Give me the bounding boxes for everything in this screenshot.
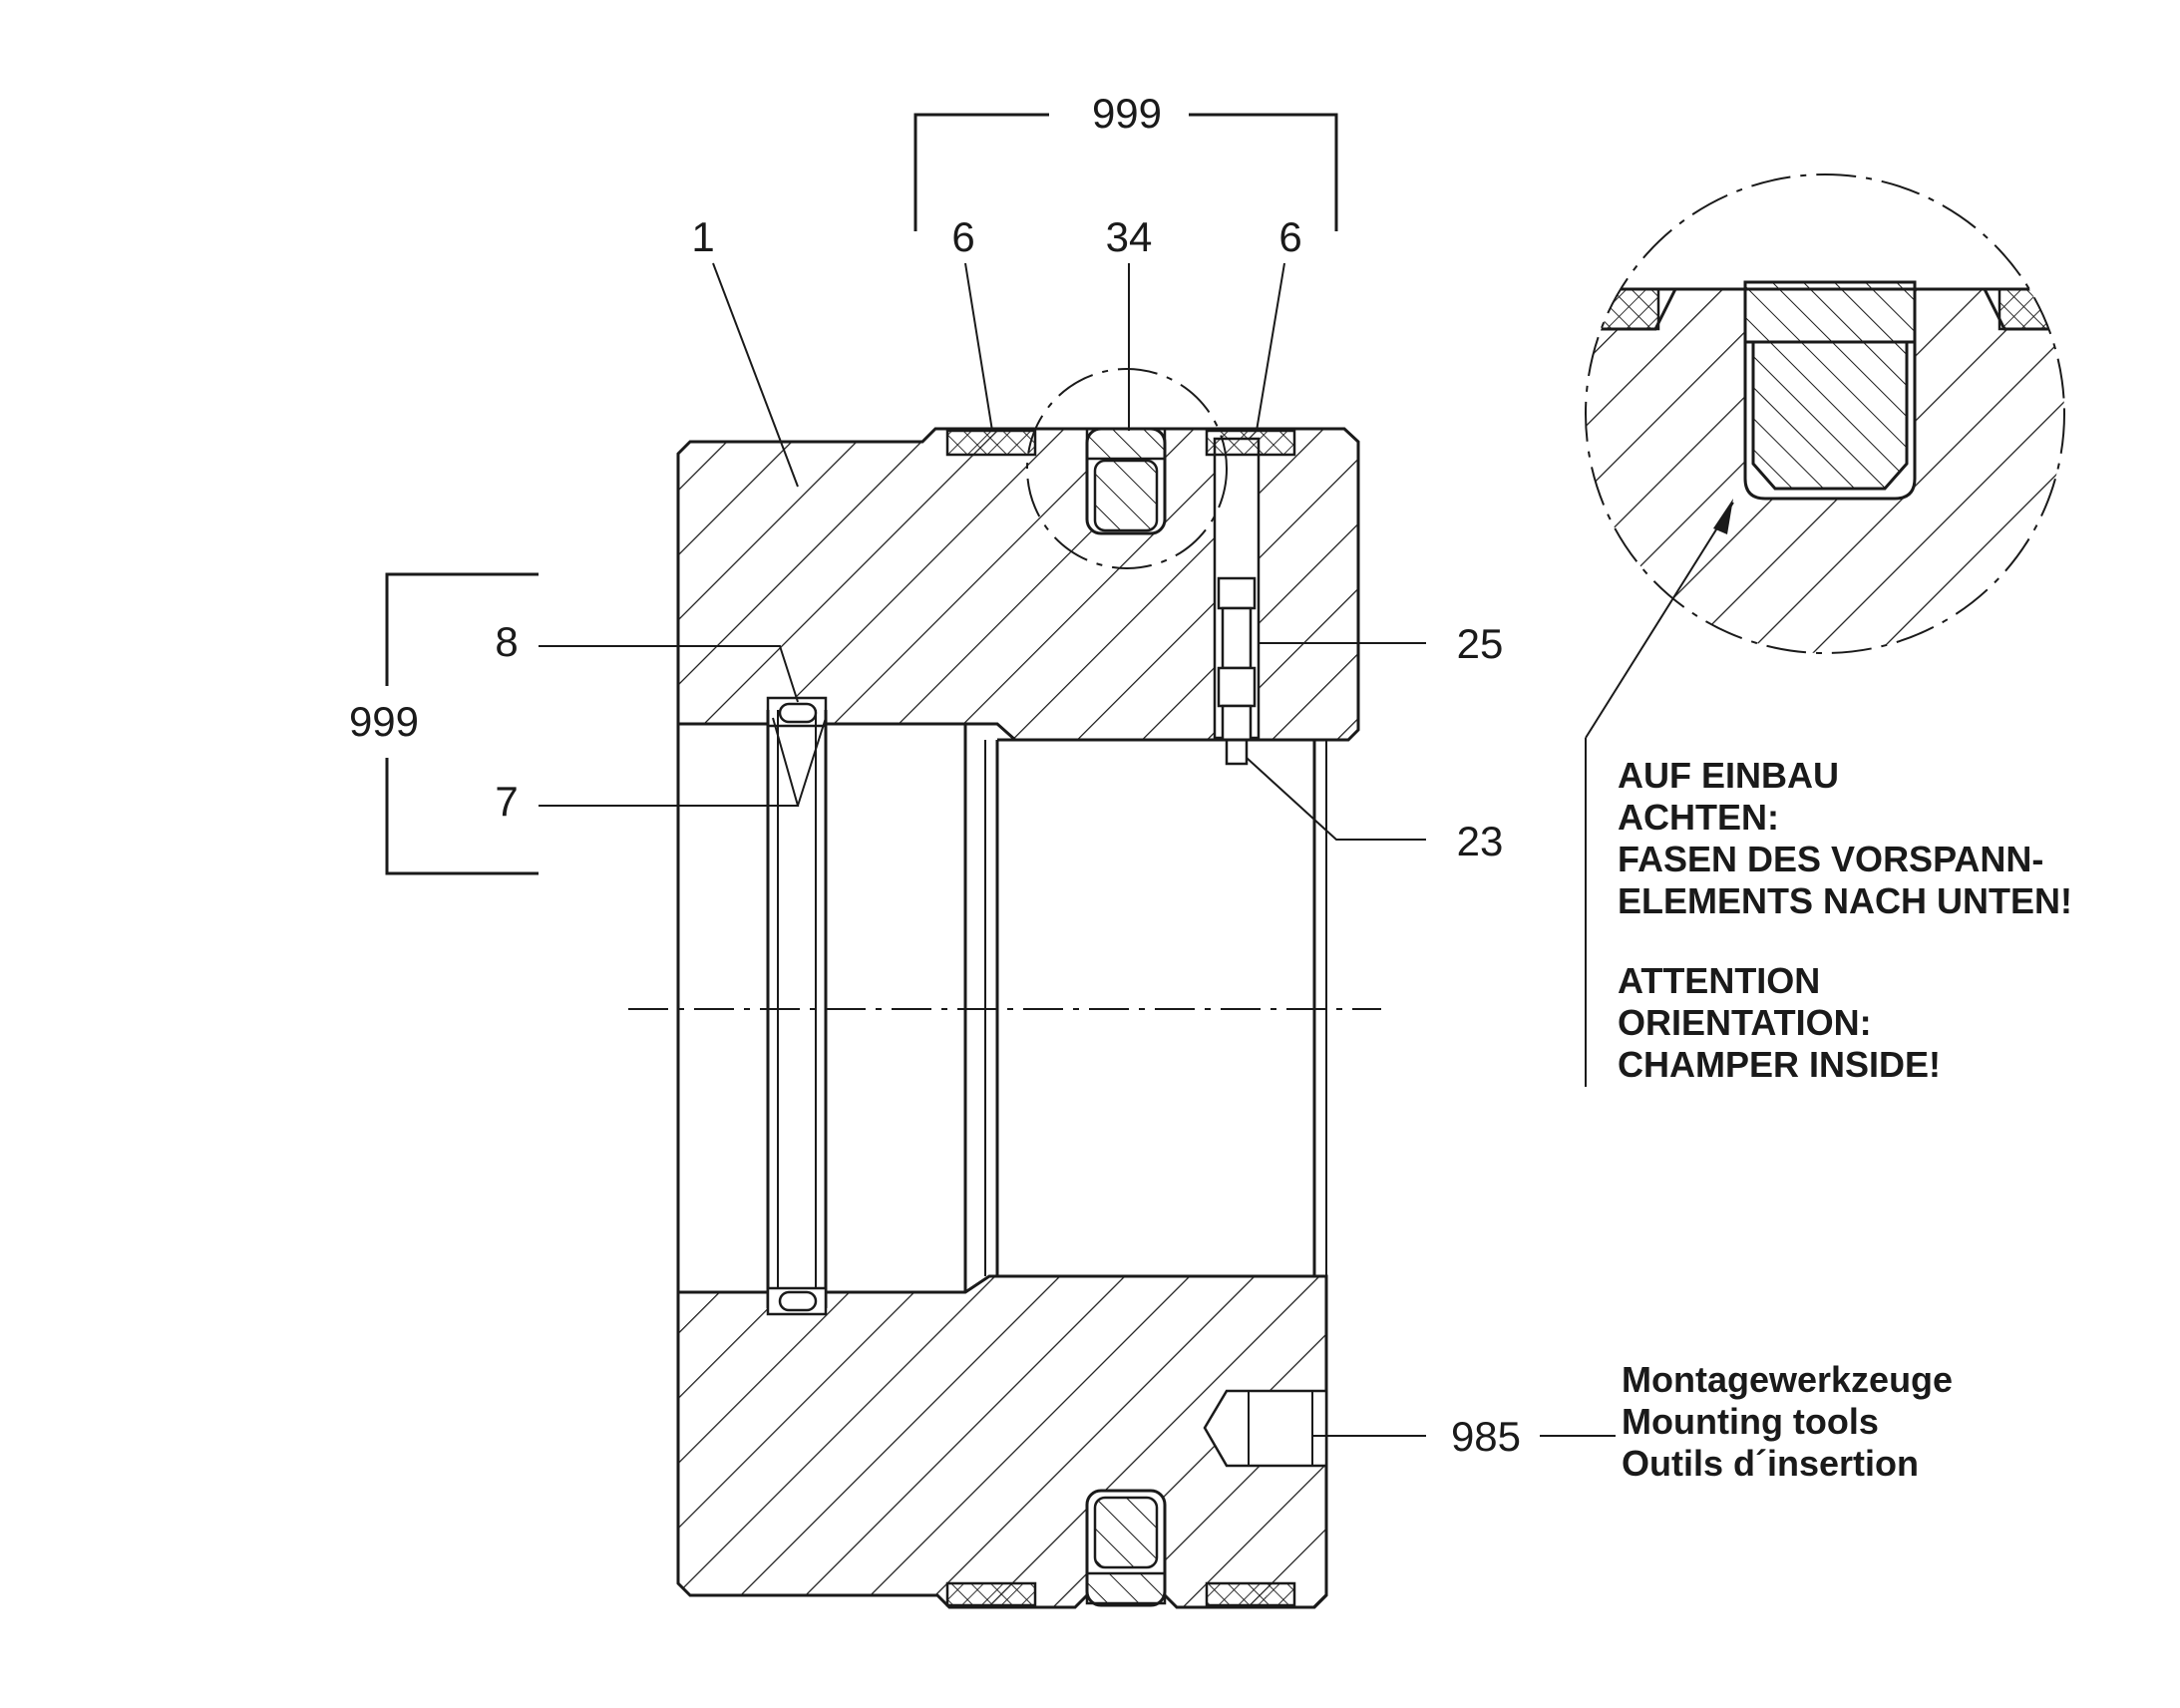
dim-top-label: 999 (1092, 90, 1162, 137)
svg-text:1: 1 (691, 213, 714, 260)
upper-body-section (676, 427, 1360, 766)
svg-text:ORIENTATION:: ORIENTATION: (1618, 1002, 1872, 1043)
detail-marker-circle (1026, 368, 1228, 569)
callout-part-34: 34 (1106, 213, 1153, 431)
callout-part-23: 23 (1246, 757, 1504, 864)
installation-note-german: AUF EINBAU ACHTEN: FASEN DES VORSPANN- E… (1618, 755, 2072, 921)
callout-part-1: 1 (691, 213, 799, 488)
svg-text:ELEMENTS NACH UNTEN!: ELEMENTS NACH UNTEN! (1618, 880, 2072, 921)
installation-note-english: ATTENTION ORIENTATION: CHAMPER INSIDE! (1618, 960, 1941, 1085)
svg-text:AUF EINBAU: AUF EINBAU (1618, 755, 1839, 796)
callout-part-985: 985 (1312, 1413, 1616, 1460)
detail-view (1585, 173, 2065, 1087)
svg-text:985: 985 (1451, 1413, 1521, 1460)
left-dimension-bracket: 999 (349, 572, 539, 875)
mounting-tools-note: Montagewerkzeuge Mounting tools Outils d… (1622, 1359, 1953, 1484)
svg-text:6: 6 (951, 213, 974, 260)
dim-left-label: 999 (349, 698, 419, 745)
callout-part-8: 8 (495, 618, 799, 703)
callout-part-25: 25 (1259, 620, 1503, 667)
svg-text:23: 23 (1457, 818, 1504, 864)
svg-text:FASEN DES VORSPANN-: FASEN DES VORSPANN- (1618, 839, 2043, 879)
svg-text:34: 34 (1106, 213, 1153, 260)
svg-text:25: 25 (1457, 620, 1504, 667)
callout-part-7: 7 (495, 717, 827, 825)
top-dimension-bracket: 999 (913, 90, 1338, 231)
svg-text:ATTENTION: ATTENTION (1618, 960, 1820, 1001)
svg-text:7: 7 (495, 778, 518, 825)
callout-part-6-left: 6 (951, 213, 993, 432)
lower-body-section (676, 1274, 1328, 1609)
svg-text:ACHTEN:: ACHTEN: (1618, 797, 1779, 838)
svg-text:6: 6 (1278, 213, 1301, 260)
svg-text:8: 8 (495, 618, 518, 665)
svg-text:CHAMPER INSIDE!: CHAMPER INSIDE! (1618, 1044, 1941, 1085)
svg-text:Outils d´insertion: Outils d´insertion (1622, 1443, 1919, 1484)
callout-part-6-right: 6 (1256, 213, 1302, 432)
svg-text:Mounting tools: Mounting tools (1622, 1401, 1879, 1442)
svg-text:Montagewerkzeuge: Montagewerkzeuge (1622, 1359, 1953, 1400)
